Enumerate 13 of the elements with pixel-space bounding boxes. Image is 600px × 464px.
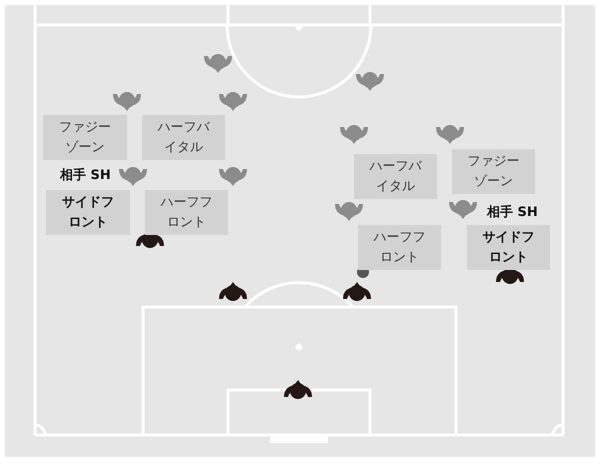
zone-box	[358, 225, 441, 270]
zone-label: ファジーゾーン	[466, 152, 520, 190]
player-label: 相手 SH	[60, 166, 111, 184]
zone-label: ハーフフロント	[160, 194, 214, 232]
zone-label: サイドフロント	[482, 228, 536, 266]
zone-label: ハーフバイタル	[368, 158, 423, 196]
zone-box	[145, 190, 228, 235]
zone-label: ファジーゾーン	[58, 118, 112, 156]
zone-box	[467, 225, 550, 270]
player-label: 相手 SH	[487, 204, 538, 221]
zone-label: サイドフロント	[61, 194, 115, 232]
zone-label: ハーフフロント	[372, 228, 426, 266]
zone-label: ハーフバイタル	[156, 118, 211, 156]
